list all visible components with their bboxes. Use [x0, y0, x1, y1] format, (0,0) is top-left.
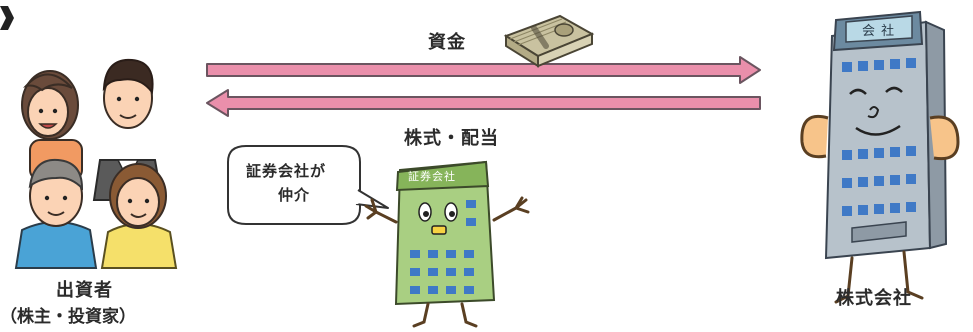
broker-sign: 証券会社	[408, 170, 456, 183]
money-flow-arrow	[206, 56, 761, 84]
investor-man-blue	[14, 158, 98, 269]
company-sign: 会 社	[862, 24, 896, 39]
stock-flow-label: 株式・配当	[404, 128, 499, 149]
speech-bubble-line1: 証券会社が	[246, 162, 327, 180]
investors-label-line1: 出資者	[56, 280, 113, 301]
investor-woman-yellow	[100, 163, 178, 269]
corner-mark-icon	[0, 6, 14, 30]
stock-flow-arrow	[206, 89, 761, 117]
cash-bundle-icon	[503, 14, 595, 68]
money-flow-label: 資金	[428, 32, 466, 53]
broker-building	[364, 160, 530, 328]
speech-bubble-line2: 仲介	[278, 186, 311, 204]
company-building	[800, 10, 960, 304]
investors-illustration	[14, 58, 178, 269]
speech-bubble	[227, 145, 389, 225]
investors-label-line2: （株主・投資家）	[0, 307, 136, 327]
company-label: 株式会社	[836, 288, 912, 309]
